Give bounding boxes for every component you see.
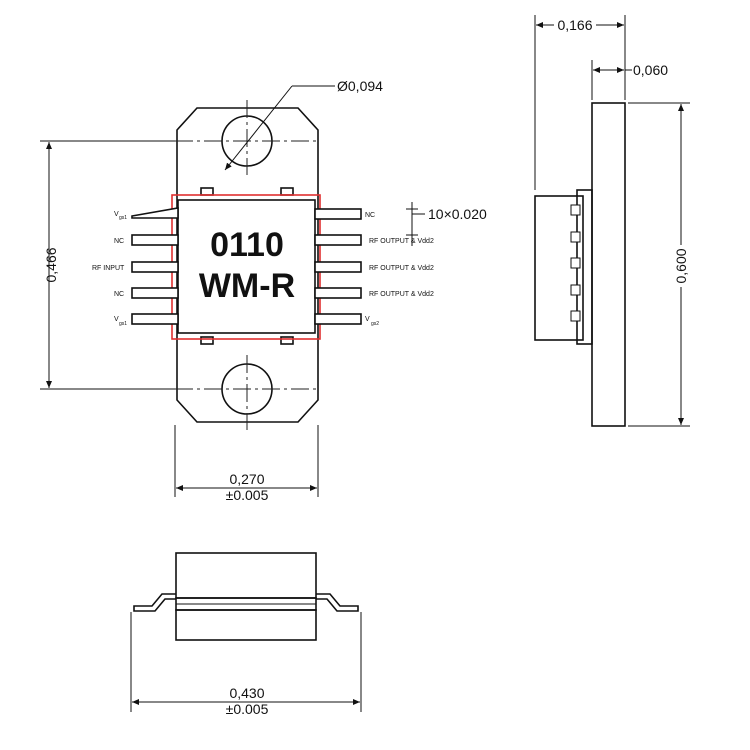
lead-pitch-label: 10×0.020 bbox=[428, 206, 487, 222]
side-depth-label: 0,166 bbox=[557, 17, 592, 33]
side-body bbox=[534, 195, 584, 341]
hole-diameter-label: Ø0,094 bbox=[337, 78, 383, 94]
body-width-tolerance: ±0.005 bbox=[226, 487, 269, 503]
front-body bbox=[175, 552, 317, 599]
pin-label-l1: V bbox=[114, 211, 119, 218]
svg-text:gs1: gs1 bbox=[119, 321, 127, 327]
body-width-label: 0,270 bbox=[229, 471, 264, 487]
pin-label-l4: NC bbox=[114, 291, 124, 298]
pin-label-r1: NC bbox=[365, 212, 375, 219]
pin-label-l5: V bbox=[114, 316, 119, 323]
pin-label-r3: RF OUTPUT & Vdd2 bbox=[369, 265, 434, 272]
flange-outline bbox=[176, 107, 319, 423]
pin-label-r5: V bbox=[365, 316, 370, 323]
chip-marking-line2: WM-R bbox=[199, 267, 295, 305]
pin-label-r4: RF OUTPUT & Vdd2 bbox=[369, 291, 434, 298]
side-height-label: 0,600 bbox=[673, 248, 689, 283]
svg-text:gs2: gs2 bbox=[371, 321, 379, 327]
top-view: 0110 WM-R V gs1 NC RF INPUT NC V gs1 bbox=[40, 78, 487, 503]
side-view: 0,166 0,060 0,600 bbox=[534, 15, 690, 427]
overall-width-label: 0,430 bbox=[229, 685, 264, 701]
chip-marking-line1: 0110 bbox=[210, 226, 284, 264]
left-pins bbox=[131, 207, 179, 325]
height-dimension-label: 0,466 bbox=[43, 247, 59, 282]
svg-text:gs1: gs1 bbox=[119, 215, 127, 221]
front-flange bbox=[175, 609, 317, 641]
flange-thickness-label: 0,060 bbox=[633, 62, 668, 78]
front-lead-right bbox=[316, 593, 359, 612]
front-view: 0,430 ±0.005 bbox=[130, 552, 362, 717]
overall-width-tolerance: ±0.005 bbox=[226, 701, 269, 717]
side-flange bbox=[591, 102, 626, 427]
right-pins bbox=[314, 208, 362, 325]
pin-label-l2: NC bbox=[114, 238, 124, 245]
pin-label-r2: RF OUTPUT & Vdd2 bbox=[369, 238, 434, 245]
left-pin-labels: V gs1 NC RF INPUT NC V gs1 bbox=[92, 211, 127, 327]
right-pin-labels: NC RF OUTPUT & Vdd2 RF OUTPUT & Vdd2 RF … bbox=[365, 212, 434, 327]
pin-label-l3: RF INPUT bbox=[92, 265, 125, 272]
front-lead-left bbox=[133, 593, 176, 612]
